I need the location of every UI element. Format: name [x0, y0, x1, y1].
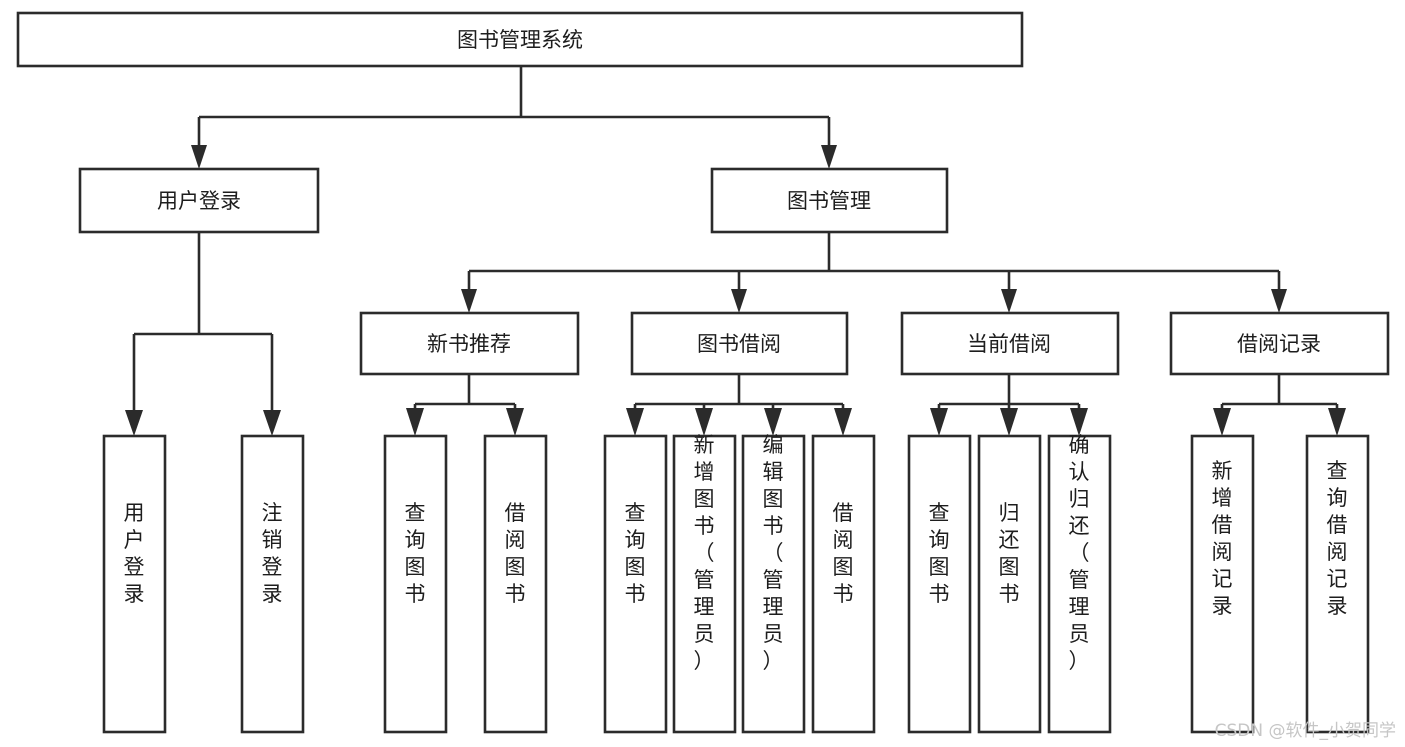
leaf-node[interactable]: 新增借阅记录 [1190, 434, 1255, 734]
node-new-book-recommend-box[interactable] [359, 311, 580, 376]
arrow-head-current-borrow-leaf-1 [1000, 408, 1018, 436]
arrow-head-book-borrow-leaf-2 [764, 408, 782, 436]
leaf-node[interactable]: 用户登录 [102, 434, 167, 734]
leaf-book-borrow-3-label: 借阅图书 [833, 501, 854, 606]
node-root[interactable]: 图书管理系统 [16, 11, 1024, 68]
node-book-manage[interactable]: 图书管理 [710, 167, 949, 234]
node-root-label: 图书管理系统 [457, 28, 583, 52]
leaf-node[interactable]: 查询图书 [907, 434, 972, 734]
leaf-node[interactable]: 归还图书 [977, 434, 1042, 734]
node-user-login[interactable]: 用户登录 [78, 167, 320, 234]
arrow-head-user-login-leaf-0 [125, 410, 143, 436]
node-user-login-box[interactable] [78, 167, 320, 234]
arrow-head-book-borrow-leaf-0 [626, 408, 644, 436]
leaf-new-book-1-label: 借阅图书 [505, 501, 526, 606]
arrow-head-current-borrow-leaf-2 [1070, 408, 1088, 436]
node-borrow-record[interactable]: 借阅记录 [1169, 311, 1390, 376]
leaf-current-borrow-0-box[interactable] [907, 434, 972, 734]
node-current-borrow-label: 当前借阅 [967, 332, 1051, 356]
node-current-borrow[interactable]: 当前借阅 [900, 311, 1120, 376]
leaf-new-book-1-box[interactable] [483, 434, 548, 734]
node-new-book-recommend-label: 新书推荐 [427, 332, 511, 356]
leaf-user-login-1-label: 注销登录 [262, 501, 283, 606]
connector-layer [125, 66, 1346, 436]
leaf-node[interactable]: 借阅图书 [811, 434, 876, 734]
arrow-head-borrow-record-leaf-1 [1328, 408, 1346, 436]
leaf-borrow-record-1-box[interactable] [1305, 434, 1370, 734]
node-current-borrow-box[interactable] [900, 311, 1120, 376]
leaf-user-login-0-box[interactable] [102, 434, 167, 734]
arrow-head-book-manage [821, 145, 837, 169]
leaf-current-borrow-2-label: 确认归还（管理员） [1069, 433, 1090, 673]
node-book-borrow[interactable]: 图书借阅 [630, 311, 849, 376]
leaf-node[interactable]: 查询图书 [603, 434, 668, 734]
arrow-head-book-borrow-leaf-3 [834, 408, 852, 436]
node-borrow-record-box[interactable] [1169, 311, 1390, 376]
leaf-borrow-record-0-box[interactable] [1190, 434, 1255, 734]
leaf-current-borrow-2-box[interactable] [1047, 434, 1112, 734]
leaf-node[interactable]: 注销登录 [240, 434, 305, 734]
leaf-node[interactable]: 借阅图书 [483, 434, 548, 734]
leaf-current-borrow-1-label: 归还图书 [999, 501, 1020, 606]
leaf-book-borrow-1-label: 新增图书（管理员） [694, 433, 715, 673]
node-book-borrow-label: 图书借阅 [697, 332, 781, 356]
leaf-borrow-record-1-label: 查询借阅记录 [1327, 459, 1348, 618]
leaf-borrow-record-0-label: 新增借阅记录 [1212, 459, 1233, 618]
leaf-node[interactable]: 确认归还（管理员） [1047, 433, 1112, 734]
leaf-node[interactable]: 查询图书 [383, 434, 448, 734]
leaf-book-borrow-2-label: 编辑图书（管理员） [763, 433, 784, 673]
arrow-head-borrow-record-leaf-0 [1213, 408, 1231, 436]
node-book-manage-label: 图书管理 [787, 189, 871, 213]
arrow-head-new-book-leaf-0 [406, 408, 424, 436]
arrow-head-new-book-leaf-1 [506, 408, 524, 436]
leaf-node[interactable]: 查询借阅记录 [1305, 434, 1370, 734]
node-user-login-label: 用户登录 [157, 189, 241, 213]
leaf-new-book-0-label: 查询图书 [405, 501, 426, 606]
arrow-head-new-book [461, 289, 477, 313]
leaf-book-borrow-0-label: 查询图书 [625, 501, 646, 606]
leaf-book-borrow-0-box[interactable] [603, 434, 668, 734]
arrow-head-user-login-leaf-1 [263, 410, 281, 436]
leaf-book-borrow-3-box[interactable] [811, 434, 876, 734]
node-root-box[interactable] [16, 11, 1024, 68]
leaf-user-login-0-label: 用户登录 [124, 501, 145, 606]
leaf-current-borrow-0-label: 查询图书 [929, 501, 950, 606]
leaf-book-borrow-1-box[interactable] [672, 434, 737, 734]
leaf-new-book-0-box[interactable] [383, 434, 448, 734]
leaf-node[interactable]: 编辑图书（管理员） [741, 433, 806, 734]
arrow-head-user-login [191, 145, 207, 169]
leaf-book-borrow-2-box[interactable] [741, 434, 806, 734]
leaf-user-login-1-box[interactable] [240, 434, 305, 734]
node-book-manage-box[interactable] [710, 167, 949, 234]
leaf-node[interactable]: 新增图书（管理员） [672, 433, 737, 734]
arrow-head-borrow-record [1271, 289, 1287, 313]
arrow-head-book-borrow [731, 289, 747, 313]
node-new-book-recommend[interactable]: 新书推荐 [359, 311, 580, 376]
node-borrow-record-label: 借阅记录 [1237, 332, 1321, 356]
node-book-borrow-box[interactable] [630, 311, 849, 376]
leaf-current-borrow-1-box[interactable] [977, 434, 1042, 734]
arrow-head-current-borrow-leaf-0 [930, 408, 948, 436]
arrow-head-book-borrow-leaf-1 [695, 408, 713, 436]
csdn-watermark: CSDN @软件_小贺同学 [1215, 721, 1396, 741]
arrow-head-current-borrow [1001, 289, 1017, 313]
